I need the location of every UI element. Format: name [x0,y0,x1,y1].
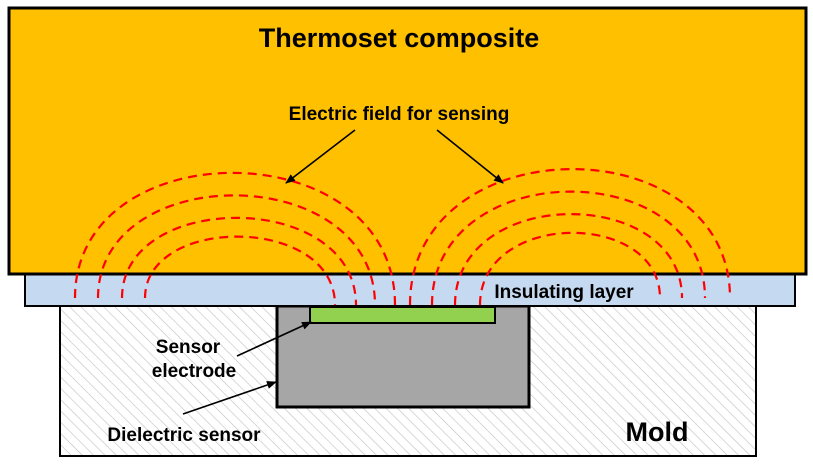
field-arrow-left [285,129,356,184]
field-line [96,194,377,306]
field-lines-right [408,168,732,306]
field-lines-left [73,171,397,306]
electrode-label-line2: electrode [152,361,236,382]
field-arrow-right [436,129,504,184]
electrode-label-line1: Sensor [156,337,221,358]
composite-label: Thermoset composite [259,23,540,53]
insulating-label: Insulating layer [494,282,634,303]
field-line [430,190,707,306]
field-line [478,231,662,306]
field-line [73,171,397,306]
thermoset-composite-block [7,6,808,276]
dielectric-sensor-label: Dielectric sensor [107,425,261,446]
field-label: Electric field for sensing [289,104,510,125]
electrode-arrow [236,321,312,357]
field-line [143,235,337,306]
sensor-electrode [309,306,496,324]
field-line [120,216,358,306]
field-line [453,213,684,306]
mold-label: Mold [626,417,689,447]
field-line [408,168,732,306]
sensor-arrow [182,381,277,415]
